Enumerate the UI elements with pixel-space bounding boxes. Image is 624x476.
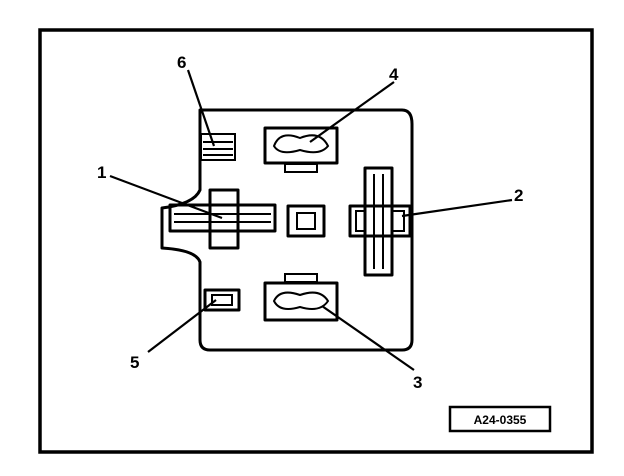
pin-5-terminal xyxy=(203,288,241,312)
leader-line-1 xyxy=(109,174,223,220)
pin-3-terminal xyxy=(263,273,339,322)
pin-4-terminal xyxy=(263,126,339,173)
pin-2-terminal xyxy=(348,166,412,277)
callout-3: 3 xyxy=(413,373,422,392)
pin-1-terminal xyxy=(168,188,277,250)
reference-code: A24-0355 xyxy=(474,413,527,427)
callout-1: 1 xyxy=(97,163,106,182)
leader-line-3 xyxy=(321,305,415,371)
callout-5: 5 xyxy=(130,353,139,372)
figure-frame xyxy=(38,28,594,454)
relay-base-outline xyxy=(160,108,414,352)
callout-6: 6 xyxy=(177,53,186,72)
pin-6-terminal xyxy=(200,133,236,161)
leader-line-5 xyxy=(147,299,217,353)
center-terminal xyxy=(286,204,326,238)
leader-line-4 xyxy=(309,81,395,143)
reference-code-box xyxy=(448,405,552,433)
leader-line-2 xyxy=(401,198,513,218)
leader-line-6 xyxy=(186,69,216,147)
callout-2: 2 xyxy=(514,186,523,205)
callout-4: 4 xyxy=(389,65,399,84)
